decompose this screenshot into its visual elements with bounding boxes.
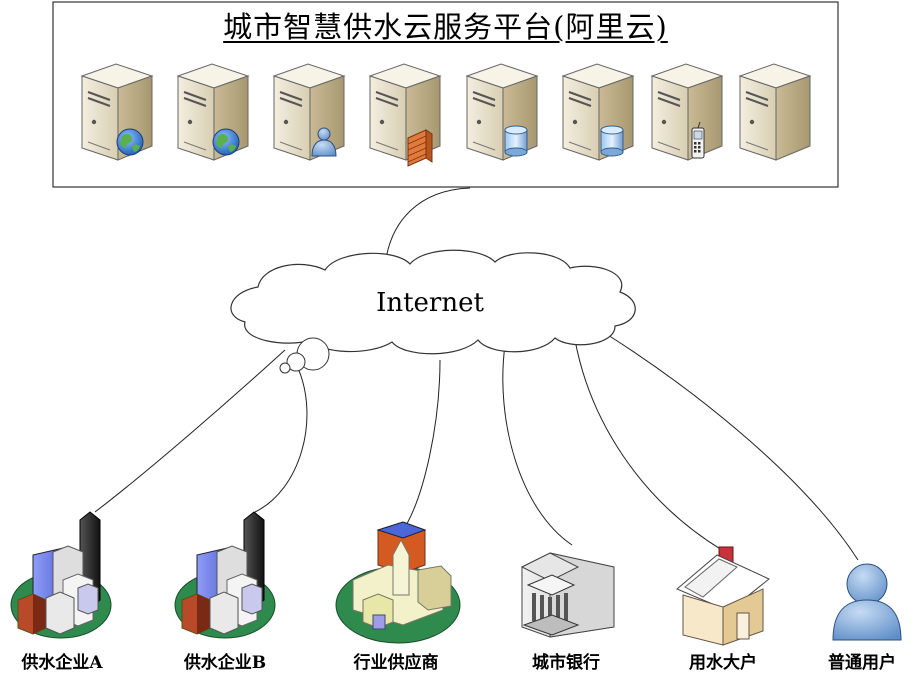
- line-to-bank: [502, 344, 573, 546]
- line-to-supplier-a: [94, 349, 286, 513]
- line-to-big-user: [574, 339, 723, 551]
- mobile-server-icon: [650, 63, 724, 161]
- web-server-icon: [176, 63, 250, 161]
- label-supplier-b: 供水企业B: [183, 653, 267, 673]
- house-icon: [676, 546, 770, 646]
- firewall-server-icon: [368, 63, 442, 167]
- label-user: 普通用户: [828, 653, 896, 673]
- user-server-icon: [272, 63, 346, 161]
- server-icon: [738, 63, 812, 161]
- connection-lines: [94, 187, 859, 561]
- line-to-vendor: [399, 359, 441, 536]
- database-server-icon: [561, 63, 635, 161]
- internet-cloud: [230, 249, 636, 374]
- label-vendor: 行业供应商: [353, 653, 439, 673]
- clients-row: [10, 511, 902, 646]
- person-icon: [832, 563, 902, 641]
- label-supplier-a: 供水企业A: [21, 653, 103, 673]
- city-buildings-icon: [10, 511, 112, 639]
- web-server-icon: [80, 63, 154, 161]
- database-server-icon: [465, 63, 539, 161]
- line-to-user: [599, 329, 859, 561]
- platform-title: 城市智慧供水云服务平台(阿里云): [223, 10, 668, 44]
- servers-row: [80, 63, 812, 167]
- label-big-user: 用水大户: [689, 653, 757, 673]
- internet-label: Internet: [376, 288, 484, 318]
- bank-icon: [520, 552, 615, 638]
- cloud-to-platform-line: [384, 187, 471, 267]
- church-buildings-icon: [335, 521, 461, 644]
- label-bank: 城市银行: [532, 653, 600, 673]
- city-buildings-icon: [174, 511, 276, 639]
- line-to-supplier-b: [254, 367, 308, 513]
